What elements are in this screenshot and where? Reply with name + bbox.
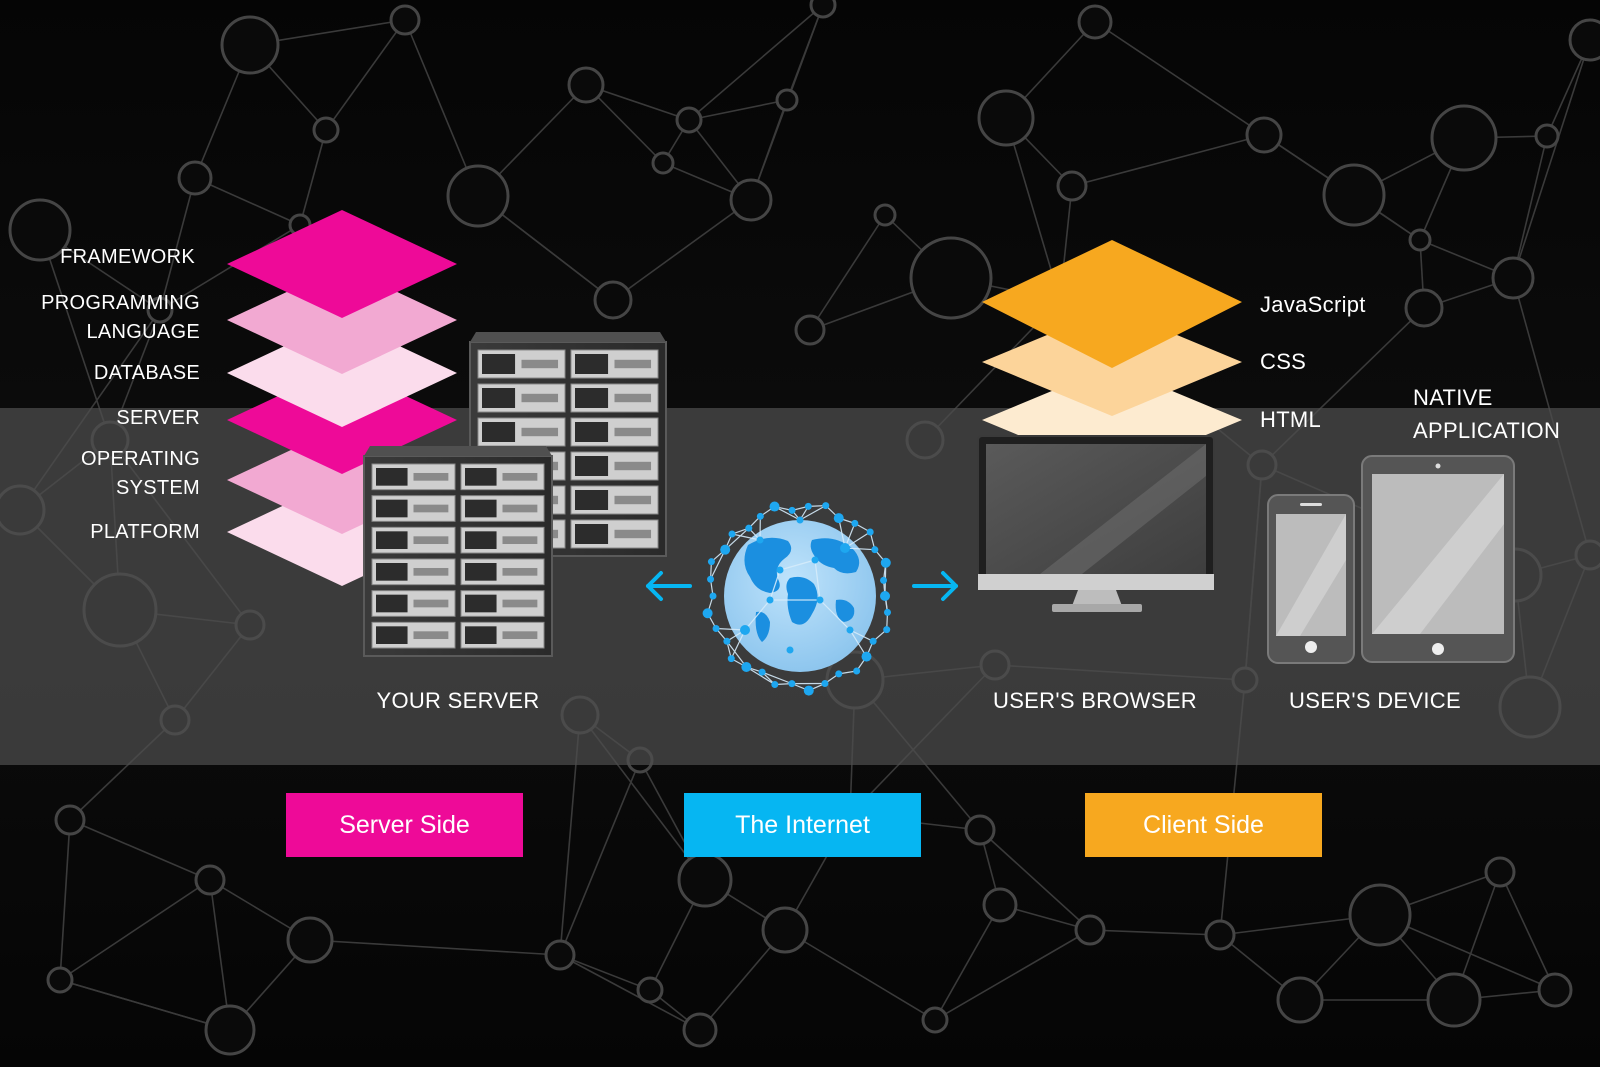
legend-client-side-label: Client Side — [1143, 810, 1264, 839]
label-html: HTML — [1260, 407, 1322, 432]
caption-your-server: YOUR SERVER — [376, 688, 540, 713]
label-native-application: NATIVE APPLICATION — [1413, 385, 1561, 443]
legend-server-side-label: Server Side — [339, 810, 470, 839]
caption-users-browser: USER'S BROWSER — [993, 688, 1197, 713]
label-programming-language: PROGRAMMING LANGUAGE — [41, 292, 200, 343]
legend-client-side: Client Side — [1085, 793, 1322, 857]
arrow-left-icon — [646, 571, 692, 601]
caption-users-device: USER'S DEVICE — [1289, 688, 1461, 713]
phone-icon — [1267, 494, 1355, 664]
monitor-icon — [977, 435, 1215, 612]
legend-server-side: Server Side — [286, 793, 523, 857]
label-server: SERVER — [116, 407, 200, 429]
label-operating-system: OPERATING SYSTEM — [80, 448, 200, 499]
legend-the-internet: The Internet — [684, 793, 921, 857]
arrow-right-icon — [912, 571, 958, 601]
server-rack-front — [363, 446, 553, 657]
label-platform: PLATFORM — [90, 521, 200, 543]
layer-javascript — [982, 240, 1242, 368]
label-javascript: JavaScript — [1260, 292, 1366, 317]
layer-framework — [227, 210, 457, 318]
layer-programming-language — [227, 266, 457, 374]
label-framework: FRAMEWORK — [60, 246, 195, 268]
globe-icon — [702, 501, 891, 696]
label-css: CSS — [1260, 349, 1307, 374]
tablet-icon — [1361, 455, 1515, 663]
label-database: DATABASE — [93, 362, 200, 384]
legend-the-internet-label: The Internet — [735, 810, 870, 839]
